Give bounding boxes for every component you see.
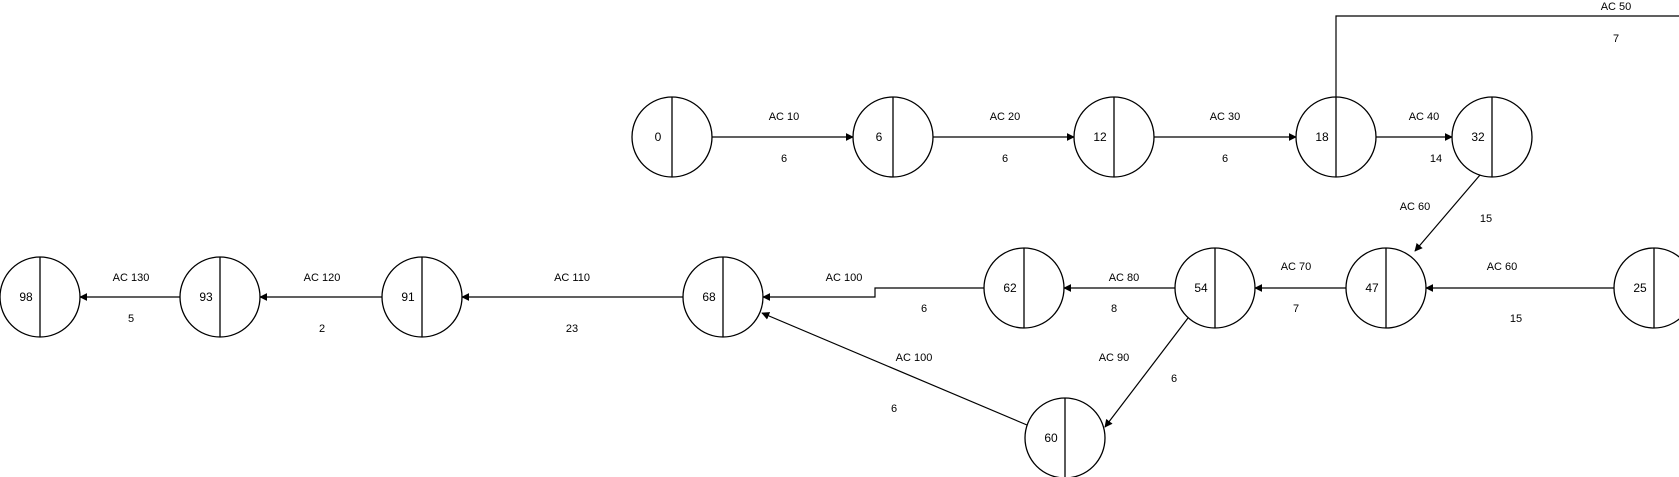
edge-duration-label: 6 [1222,153,1228,165]
edge-activity-label: AC 40 [1409,111,1440,123]
event-node-0: 0 [631,96,713,178]
event-node-32: 32 [1451,96,1533,178]
event-node-25: 25 [1613,247,1679,329]
edge-duration-label: 8 [1111,303,1117,315]
node-label: 0 [655,130,662,144]
edge-duration-label: 6 [1002,153,1008,165]
event-node-47: 47 [1345,247,1427,329]
event-node-98: 98 [0,256,81,338]
event-node-60: 60 [1024,397,1106,477]
event-node-91: 91 [381,256,463,338]
node-label: 25 [1633,281,1647,295]
edge-activity-label: AC 30 [1210,111,1241,123]
edge-duration-label: 15 [1480,213,1492,225]
edge-duration-label: 6 [781,153,787,165]
event-node-68: 68 [682,256,764,338]
edge-arrow-e6 [1414,174,1481,252]
event-node-62: 62 [983,247,1065,329]
edge-arrow-e12 [761,312,1028,426]
edge-duration-label: 2 [319,323,325,335]
node-label: 12 [1093,130,1107,144]
edge-duration-label: 7 [1613,33,1619,45]
edge-activity-label: AC 130 [113,272,150,284]
edge-activity-label: AC 80 [1109,272,1140,284]
event-node-18: 18 [1295,96,1377,178]
node-label: 6 [876,130,883,144]
event-node-12: 12 [1073,96,1155,178]
node-label: 60 [1044,431,1058,445]
node-label: 18 [1315,130,1329,144]
node-label: 93 [199,290,213,304]
edge-activity-label: AC 70 [1281,261,1312,273]
edge-activity-label: AC 60 [1400,201,1431,213]
edge-activity-label: AC 110 [554,272,590,284]
edge-duration-label: 15 [1510,313,1522,325]
edge-activity-label: AC 60 [1487,261,1518,273]
edge-duration-label: 5 [128,313,134,325]
node-label: 54 [1194,281,1208,295]
edge-activity-label: AC 50 [1601,1,1632,13]
edge-activity-label: AC 120 [304,272,341,284]
node-label: 98 [19,290,33,304]
edge-duration-label: 6 [891,403,897,415]
edge-arrow-e10 [1104,317,1189,428]
edge-activity-label: AC 100 [896,352,933,364]
edge-duration-label: 7 [1293,303,1299,315]
edge-duration-label: 23 [566,323,578,335]
node-label: 91 [401,290,415,304]
edge-activity-label: AC 100 [826,272,863,284]
event-node-6: 6 [852,96,934,178]
node-label: 68 [702,290,716,304]
edge-activity-label: AC 10 [769,111,800,123]
node-label: 47 [1365,281,1379,295]
edges-layer [79,15,1679,428]
node-label: 32 [1471,130,1485,144]
edge-duration-label: 6 [1171,373,1177,385]
node-label: 62 [1003,281,1017,295]
edge-activity-label: AC 20 [990,111,1021,123]
edge-arrow-e11 [762,287,984,301]
edge-activity-label: AC 90 [1099,352,1130,364]
edge-duration-label: 6 [921,303,927,315]
edge-duration-label: 14 [1430,153,1442,165]
event-node-93: 93 [179,256,261,338]
event-node-54: 54 [1174,247,1256,329]
